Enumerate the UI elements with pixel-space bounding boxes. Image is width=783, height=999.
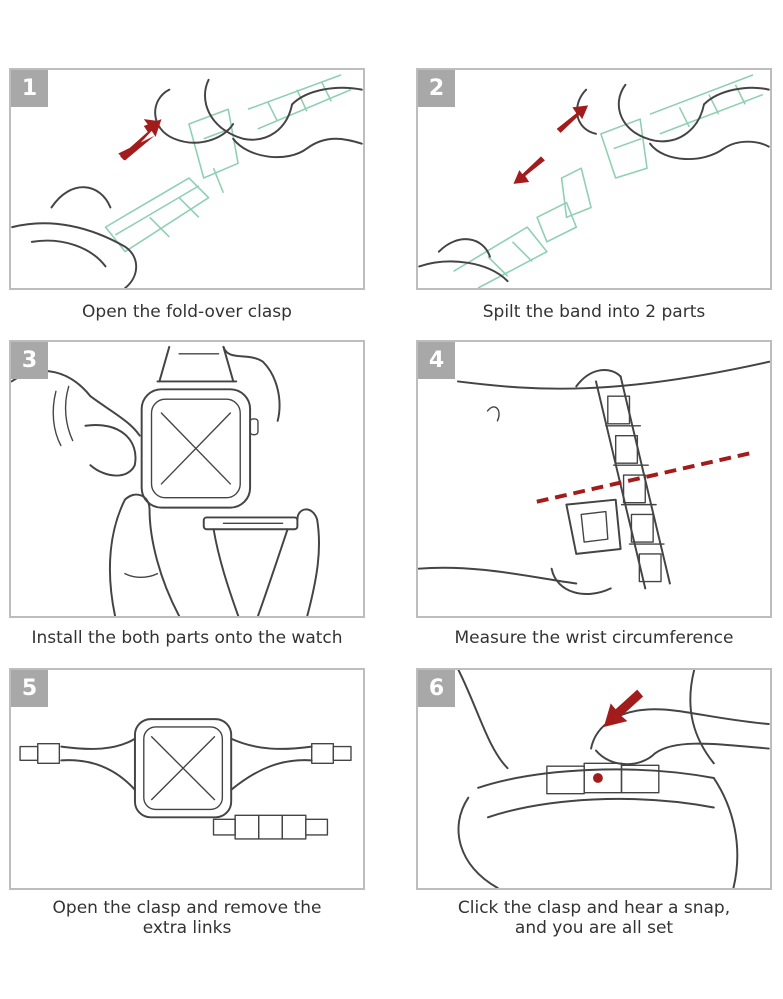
band-right xyxy=(230,737,352,791)
red-arrow-icon xyxy=(603,689,644,727)
hand-right xyxy=(222,345,281,422)
step-6-number: 6 xyxy=(418,670,455,707)
step-5-number: 5 xyxy=(11,670,48,707)
step-1-number: 1 xyxy=(11,70,48,107)
band-left xyxy=(19,737,136,791)
band-bottom xyxy=(202,516,299,616)
step-5-panel: 5 xyxy=(9,668,365,890)
step-3-illustration xyxy=(11,345,320,616)
band-clasp xyxy=(477,762,715,819)
step-3-panel: 3 xyxy=(9,340,365,618)
step-6-caption: Click the clasp and hear a snap, and you… xyxy=(457,898,731,938)
step-1-illustration xyxy=(11,74,363,288)
step-2-number: 2 xyxy=(418,70,455,107)
hand-left xyxy=(11,370,141,477)
hand-bottom xyxy=(108,493,320,616)
clasp-lower xyxy=(453,167,592,288)
step-2-panel: 2 xyxy=(416,68,772,290)
clasp-piece xyxy=(550,498,622,596)
step-3-number: 3 xyxy=(11,342,48,379)
hand-finger xyxy=(590,708,770,766)
hand-top xyxy=(576,83,770,160)
step-2-caption: Spilt the band into 2 parts xyxy=(482,302,706,322)
red-arrow-up-icon xyxy=(556,105,589,133)
clasp-upper xyxy=(600,74,764,179)
hand-top xyxy=(154,78,363,159)
hand-bottom xyxy=(418,238,509,283)
band-links xyxy=(575,369,671,590)
removed-links xyxy=(212,814,329,840)
red-arrow-down-icon xyxy=(513,156,545,184)
step-1-panel: 1 xyxy=(9,68,365,290)
step-2-illustration xyxy=(418,74,770,288)
step-6-panel: 6 xyxy=(416,668,772,890)
watch-face xyxy=(140,388,259,509)
hand-bottom xyxy=(11,186,138,288)
watch-face xyxy=(133,718,233,819)
wrist xyxy=(418,360,770,585)
step-4-illustration xyxy=(418,360,770,596)
step-6-illustration xyxy=(457,670,770,888)
step-1-caption: Open the fold-over clasp xyxy=(82,302,292,322)
step-5-illustration xyxy=(19,718,352,840)
step-4-caption: Measure the wrist circumference xyxy=(454,628,734,648)
band-top xyxy=(156,345,238,383)
wrist xyxy=(457,670,739,888)
step-4-number: 4 xyxy=(418,342,455,379)
step-4-panel: 4 xyxy=(416,340,772,618)
step-5-caption: Open the clasp and remove the extra link… xyxy=(52,898,322,938)
step-3-caption: Install the both parts onto the watch xyxy=(31,628,343,648)
clasp-illustration xyxy=(104,74,352,253)
